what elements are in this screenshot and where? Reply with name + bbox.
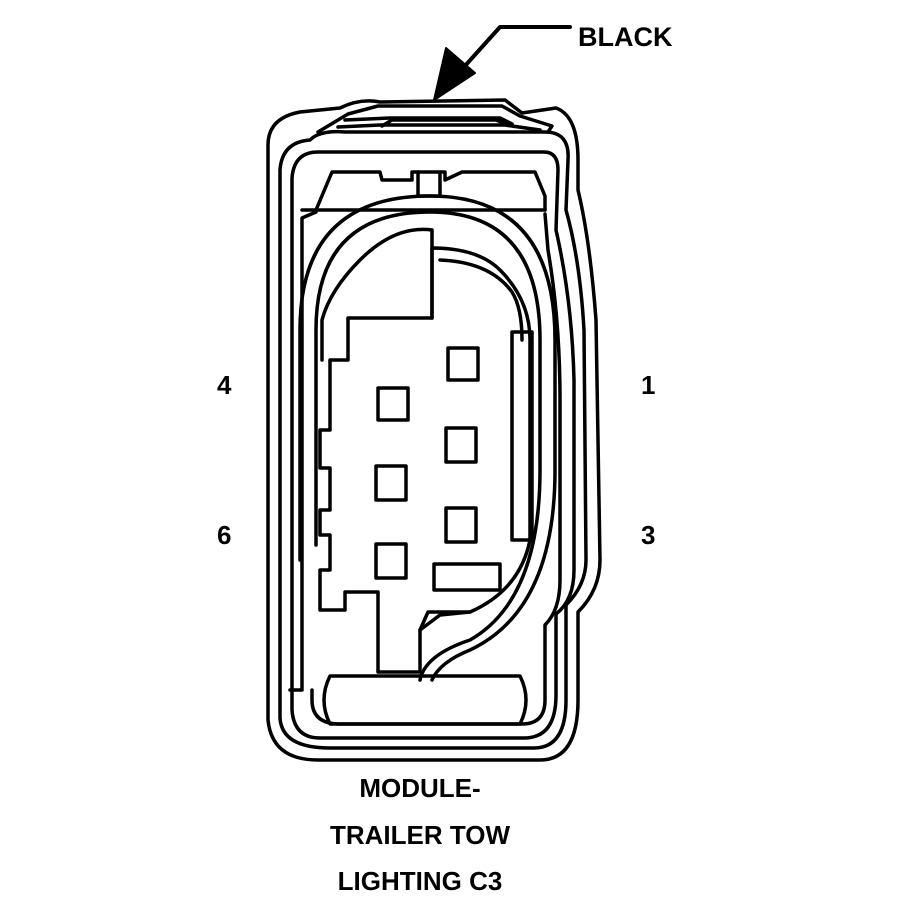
title-line-3: LIGHTING C3	[337, 866, 503, 896]
pin-label-1: 1	[641, 370, 656, 400]
callout-arrow	[433, 25, 572, 101]
inner-rim-right	[310, 212, 562, 726]
terminal-insert-top	[320, 227, 434, 362]
insert-foot	[418, 610, 472, 632]
inner-rim	[288, 210, 318, 692]
connector-housing-wall	[290, 150, 576, 740]
pin-label-3: 3	[641, 520, 656, 550]
connector-seal	[298, 194, 557, 682]
connector-outer-housing	[266, 98, 602, 762]
terminal-cavity-4	[376, 386, 410, 422]
terminal-cavity-6	[374, 542, 408, 580]
terminal-cavity-5	[374, 464, 408, 502]
title-line-1: MODULE-	[359, 773, 481, 803]
connector-bottom-pad	[322, 674, 528, 726]
pin-label-4: 4	[217, 370, 232, 400]
terminal-cavity-3	[444, 506, 478, 544]
latch-slot	[416, 170, 442, 198]
connector-inner-housing	[278, 129, 588, 750]
insert-contour	[438, 258, 524, 342]
connector-latch	[316, 104, 554, 134]
connector-seal-inner	[314, 210, 542, 682]
terminal-position-assurance	[432, 562, 502, 592]
pin-label-6: 6	[217, 520, 232, 550]
callout-label: BLACK	[578, 22, 673, 52]
terminal-cavity-2	[444, 426, 478, 464]
terminal-guide	[300, 170, 547, 212]
title-line-2: TRAILER TOW	[329, 820, 511, 850]
insert-side-rib	[510, 330, 534, 542]
terminal-insert	[318, 246, 532, 674]
terminal-cavity-1	[446, 346, 480, 382]
